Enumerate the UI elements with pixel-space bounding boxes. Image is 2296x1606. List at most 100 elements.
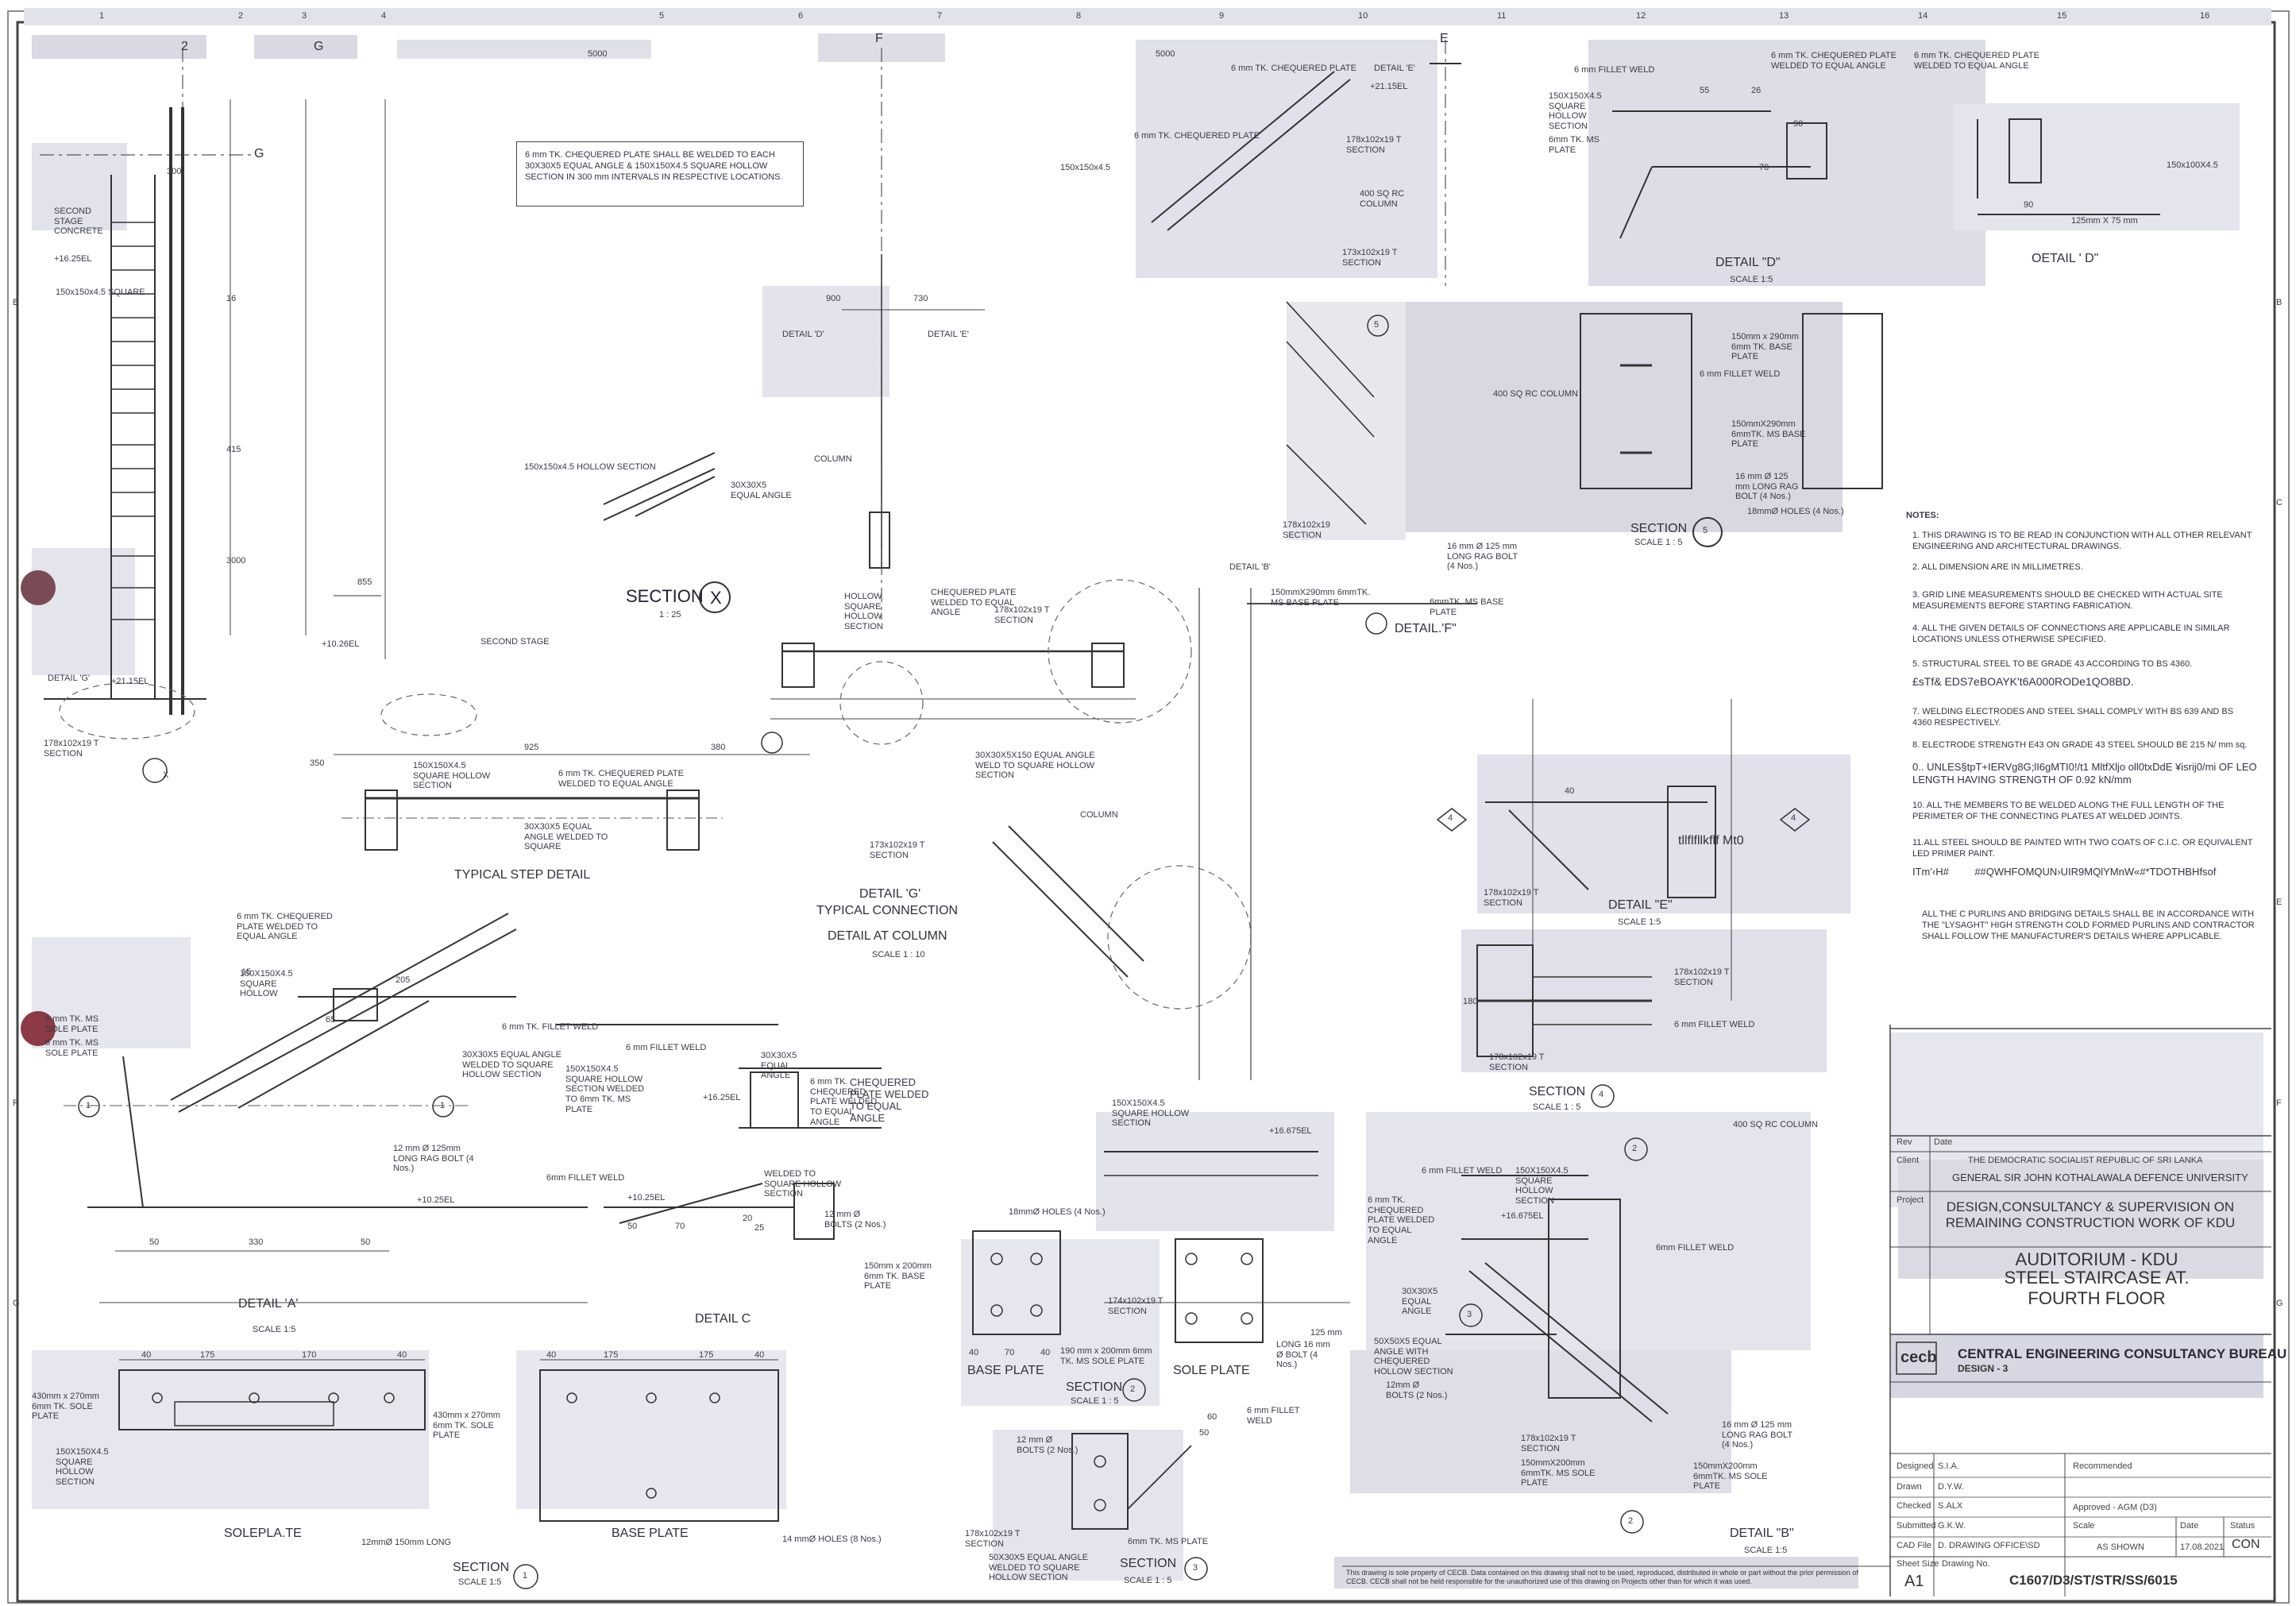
tb-checked-value: S.ALX [1938,1501,1963,1511]
detail-g-subtitle-2: DETAIL AT COLUMN [828,929,947,943]
grid-letter-f: F [13,1098,18,1108]
typical-step-plate-label: 6 mm TK. CHEQUERED PLATE WELDED TO EQUAL… [558,769,684,789]
section-x-angle-label: 30X30X5 EQUAL ANGLE [731,481,792,500]
grid-number-16: 16 [2200,11,2210,21]
axis-marker-g: G [314,40,324,53]
elevation-level-label: +16.25EL [54,254,92,264]
section-2-dim-50: 50 [1199,1428,1210,1438]
section-5-scale: SCALE 1 : 5 [1634,538,1683,547]
note-2: 2. ALL DIMENSION ARE IN MILLIMETRES. [1912,562,2083,572]
section-4-title: SECTION [1529,1085,1586,1098]
detail-f-title: DETAIL.'F" [1395,622,1457,635]
tb-dwg-no-value: C1607/D3/ST/STR/SS/6015 [2009,1573,2178,1588]
detail-b-angle-2: 50X50X5 EQUAL ANGLE WITH CHEQUERED HOLLO… [1374,1337,1453,1376]
detail-b-chequered: 6 mm TK. CHEQUERED PLATE WELDED TO EQUAL… [1368,1195,1435,1245]
note-7: 7. WELDING ELECTRODES AND STEEL SHALL CO… [1912,707,2234,728]
section-2-title: SECTION [1066,1380,1123,1394]
detail-d-fillet-weld: 6 mm FILLET WELD [1574,65,1655,75]
detail-d-detail-e: DETAIL 'E' [1374,64,1415,73]
grid-number-6: 6 [798,11,804,21]
grid-number-11: 11 [1497,11,1507,21]
grid-letter-b: B [13,298,19,307]
section-2-scale: SCALE 1 : 5 [1071,1396,1119,1406]
detail-d-title: DETAIL "D" [1715,256,1781,269]
detail-a-dim-330: 330 [249,1237,264,1247]
detail-a-fillet: 6 mm TK. FILLET WELD [502,1022,599,1032]
detail-b-t-section: 178x102x19 T SECTION [1521,1434,1576,1454]
section-2-angle: 50X30X5 EQUAL ANGLE WELDED TO SQUARE HOL… [989,1553,1088,1583]
detail-a-dim-65: 65 [326,1015,336,1025]
section-x-scale: 1 : 25 [659,610,681,620]
detail-c-level: +16.25EL [703,1093,741,1102]
section-1-title: SECTION [453,1561,510,1574]
tb-project: DESIGN,CONSULTANCY & SUPERVISION ON REMA… [1945,1199,2236,1230]
section-5-mark: 5 [1703,526,1708,535]
sole-plate-label-bolt: 12mmØ 150mm LONG [361,1538,452,1547]
detail-d-t-section-2: 173x102x19 T SECTION [1342,248,1398,268]
detail-d-square-hollow: 150x150x4.5 [1060,163,1110,172]
note-6: £sTf& EDS7eBOAYK't6A000RODe1QO8BD. [1912,675,2134,688]
detail-g-label-hollow: HOLLOW SQUARE HOLLOW SECTION [844,592,883,631]
detail-d-scale: SCALE 1:5 [1730,275,1773,284]
detail-b-fillet-2: 6mm FILLET WELD [1656,1243,1735,1253]
tb-drawn-value: D.Y.W. [1938,1482,1964,1492]
note-12: ITm'‹H# ##QWHFOMQUN›UIR9MQlYMnW«#*TDOTHB… [1912,866,2217,878]
detail-b-rag-bolt: 16 mm Ø 125 mm LONG RAG BOLT (4 Nos.) [1722,1420,1792,1450]
detail-d2-title: OETAIL ' D" [2032,252,2099,265]
typical-step-angle-label: 30X30X5 EQUAL ANGLE WELDED TO SQUARE [524,822,608,852]
tb-scale-label: Scale [2073,1521,2095,1531]
detail-c-angle: 30X30X5 EQUAL ANGLE [761,1051,797,1081]
section-2-ms-plate: 6mm TK. MS PLATE [1128,1537,1209,1546]
tb-cad-value: D. DRAWING OFFICE\SD [1938,1541,2040,1550]
tb-date-value: 17.08.2021 [2180,1542,2225,1552]
grid-number-10: 10 [1358,11,1368,21]
tb-sheet-label: Sheet Size [1897,1559,1939,1569]
section-4-t-section-2: 178x102x19 T SECTION [1489,1052,1545,1072]
grid-number-14: 14 [1918,11,1928,21]
detail-g-dim-730: 730 [913,294,928,303]
section-3-title: SECTION [1120,1557,1177,1570]
detail-c-dim-70: 70 [675,1222,685,1231]
section-5-ms-plate: 150mmX290mm 6mmTK. MS BASE PLATE [1731,419,1806,450]
section-x-second-stage: SECOND STAGE [480,637,550,647]
base-plate-center-dim-70: 70 [1005,1348,1015,1357]
detail-b-level: +16.675EL [1501,1211,1544,1221]
section-x-mark: X [710,588,722,608]
axis-marker-f: F [875,32,883,45]
detail-d2-dimension: 125mm X 75 mm [2071,216,2138,226]
elevation-dim-415: 415 [226,445,241,454]
note-11: 11.ALL STEEL SHOULD BE PAINTED WITH TWO … [1912,838,2253,859]
detail-c-fillet-bottom: 6mm FILLET WELD [546,1173,625,1183]
section-5-holes: 18mmØ HOLES (4 Nos.) [1747,507,1844,516]
detail-a-dim-205: 205 [396,975,411,985]
detail-b-rc-column: 400 SQ RC COLUMN [1733,1120,1818,1129]
detail-d-chequered-mid: 6 mm TK. CHEQUERED PLATE [1134,131,1260,141]
section-4-scale: SCALE 1 : 5 [1533,1102,1581,1112]
section-4-fillet: 6 mm FILLET WELD [1674,1020,1755,1029]
sole-plate-center-title: SOLE PLATE [1173,1364,1250,1377]
grid-number-15: 15 [2057,11,2067,21]
elevation-level-2-label: +21.15EL [111,677,149,686]
detail-b-title: DETAIL "B" [1730,1527,1794,1540]
detail-a-rag-bolt: 12 mm Ø 125mm LONG RAG BOLT (4 Nos.) [393,1144,474,1174]
grid-number-2: 2 [238,11,244,21]
base-plate-center-dim-40-l: 40 [969,1348,979,1357]
tb-cad-label: CAD File [1897,1541,1932,1550]
base-plate-center-title: BASE PLATE [967,1364,1044,1377]
detail-a-hollow: 150X150X4.5 SQUARE HOLLOW [240,969,293,999]
note-4: 4. ALL THE GIVEN DETAILS OF CONNECTIONS … [1912,623,2230,644]
tb-client-label: Client [1897,1156,1920,1165]
grid-number-1: 1 [99,11,105,21]
base-plate-center-holes: 18mmØ HOLES (4 Nos.) [1009,1207,1106,1217]
axis-marker-e: E [1440,32,1449,45]
detail-d-dim-26: 26 [1751,86,1762,95]
detail-a-level: +10.25EL [417,1195,455,1205]
detail-g-dim-900: 900 [826,294,841,303]
section-1-mark: 1 [523,1571,528,1581]
section-5-base-plate: 150mm x 290mm 6mm TK. BASE PLATE [1731,332,1799,362]
detail-d-chequered-top: 6 mm TK. CHEQUERED PLATE [1231,64,1356,73]
detail-d2-hollow: 150x100X4.5 [2167,160,2218,170]
detail-a-sole-plate-1: 6 mm TK. MS SOLE PLATE [45,1014,99,1034]
base-plate-left-dim-175-2: 175 [699,1350,714,1360]
detail-g-label-column-2: COLUMN [1080,810,1118,820]
